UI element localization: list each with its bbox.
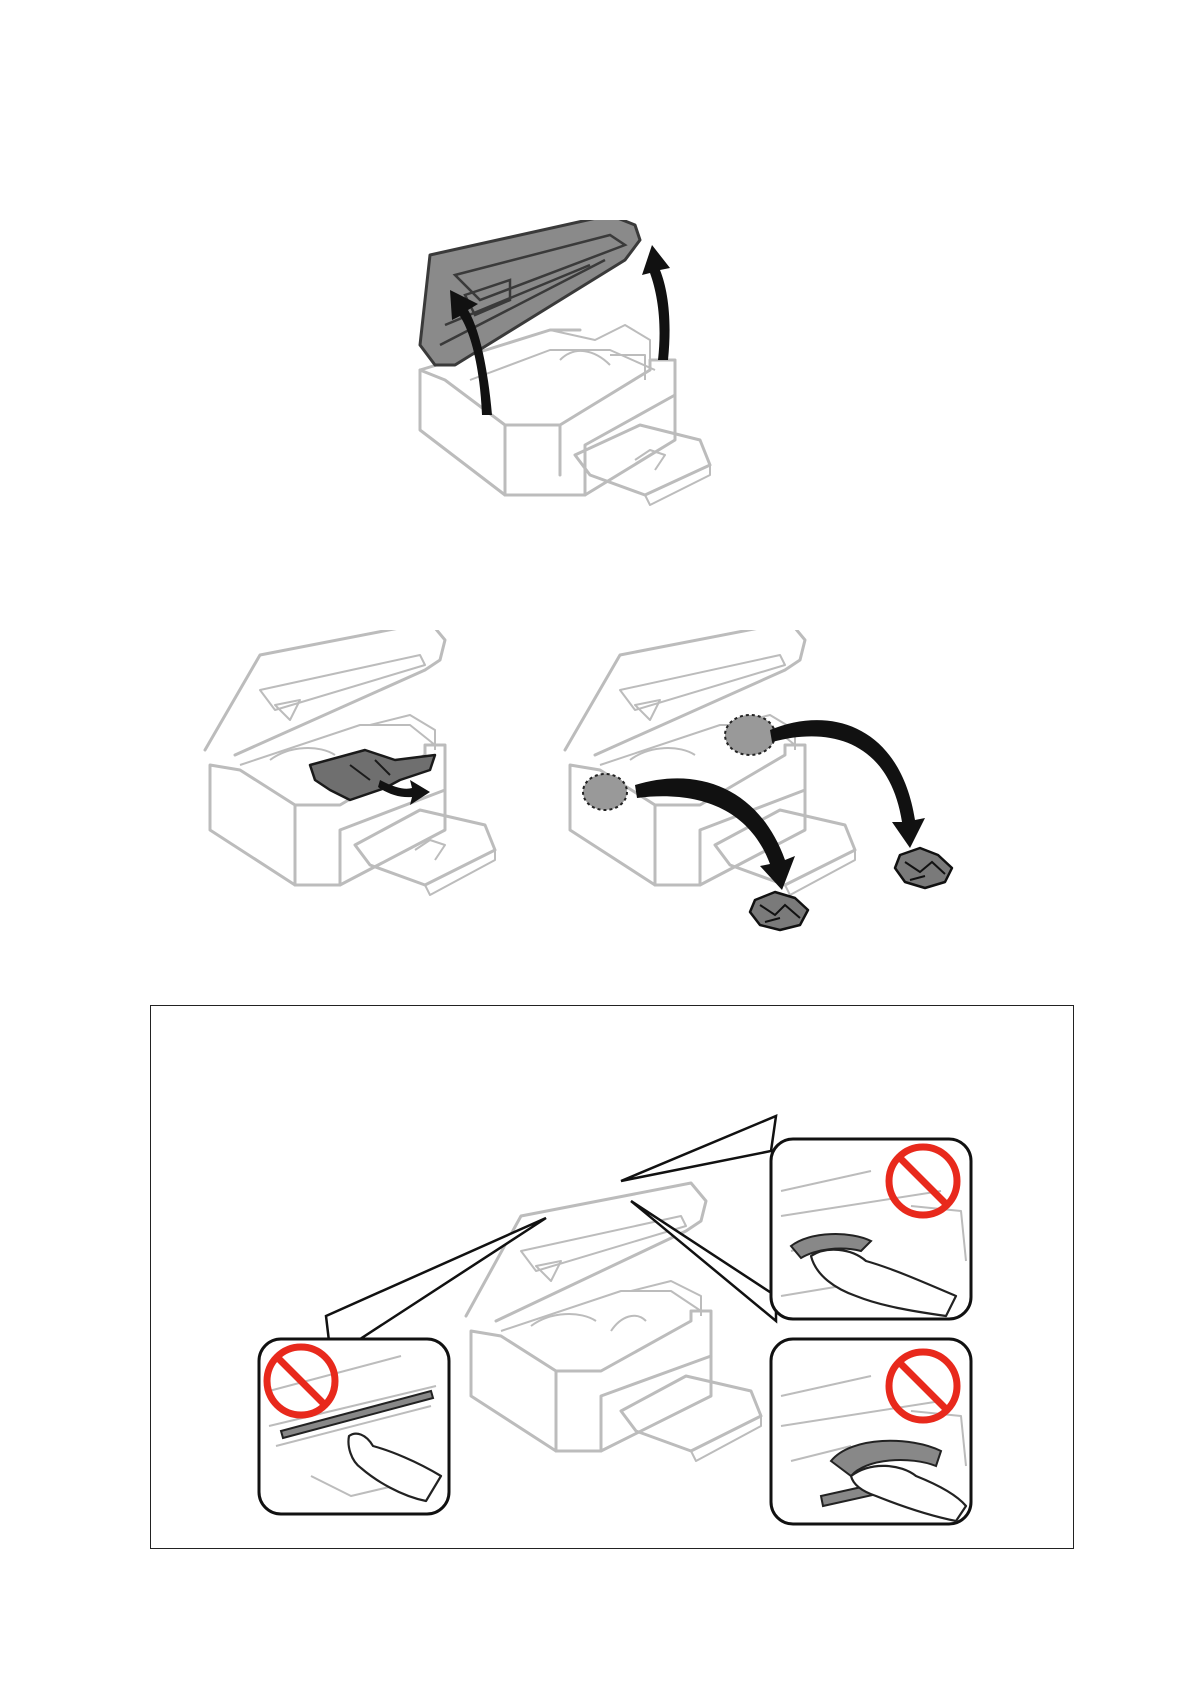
leader-top-right (621, 1116, 776, 1181)
printer-body (466, 1183, 761, 1461)
pull-arrow (378, 780, 430, 805)
remove-torn-pieces-illustration (560, 630, 990, 970)
printer-body (565, 630, 855, 895)
leader-left (326, 1218, 546, 1358)
inset-do-not-touch-film (771, 1139, 971, 1319)
remove-jammed-sheet-illustration (200, 630, 560, 960)
inset-do-not-touch-cable (259, 1339, 449, 1514)
caution-box (150, 1005, 1074, 1549)
open-scanner-unit-illustration (410, 220, 780, 550)
leader-bottom-right (631, 1201, 776, 1321)
inset-do-not-touch-tubes (771, 1339, 971, 1524)
caution-do-not-touch-illustration (151, 1006, 1075, 1550)
